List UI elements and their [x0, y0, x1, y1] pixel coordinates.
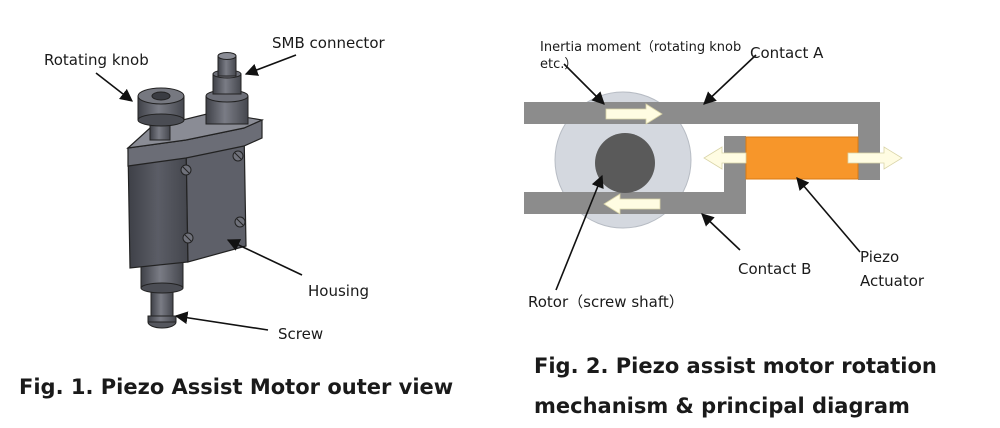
inertia-label-line1: Inertia moment（rotating knob	[540, 40, 741, 55]
contact-b-label: Contact B	[738, 260, 811, 278]
rotor-shaft	[595, 133, 655, 193]
rotor-label: Rotor（screw shaft）	[528, 293, 684, 311]
motor-illustration	[126, 52, 265, 329]
inertia-label-line2: etc.）	[540, 57, 577, 72]
mechanism-diagram	[524, 91, 903, 229]
fig1-caption: Fig. 1. Piezo Assist Motor outer view	[19, 375, 453, 399]
fig2-caption-line1: Fig. 2. Piezo assist motor rotation	[534, 354, 937, 378]
piezo-label-line1: Piezo	[860, 248, 899, 266]
inertia-arrow	[563, 63, 605, 105]
fig2-caption-line2: mechanism & principal diagram	[534, 394, 910, 418]
contact-b-arrow	[701, 213, 741, 251]
housing-label: Housing	[308, 282, 369, 300]
smb-connector-arrow	[244, 54, 297, 76]
contact-b-direction-arrow	[603, 193, 661, 215]
smb-connector-label: SMB connector	[272, 34, 385, 52]
screw-label: Screw	[278, 325, 323, 343]
piezo-left-arrow	[703, 146, 747, 170]
piezo-actuator	[745, 136, 859, 180]
rotating-knob-label: Rotating knob	[44, 51, 149, 69]
piezo-right-arrow	[847, 146, 903, 170]
contact-a-arrow	[703, 54, 757, 105]
screw-arrow	[174, 311, 269, 331]
piezo-label-line2: Actuator	[860, 272, 925, 290]
contact-a-arm	[524, 102, 880, 124]
contact-a-label: Contact A	[750, 44, 824, 62]
rotating-knob-arrow	[95, 72, 134, 102]
housing-arrow	[226, 239, 303, 276]
rotor-arrow	[555, 174, 604, 291]
piezo-arrow	[796, 177, 861, 253]
contact-a-direction-arrow	[605, 103, 663, 125]
